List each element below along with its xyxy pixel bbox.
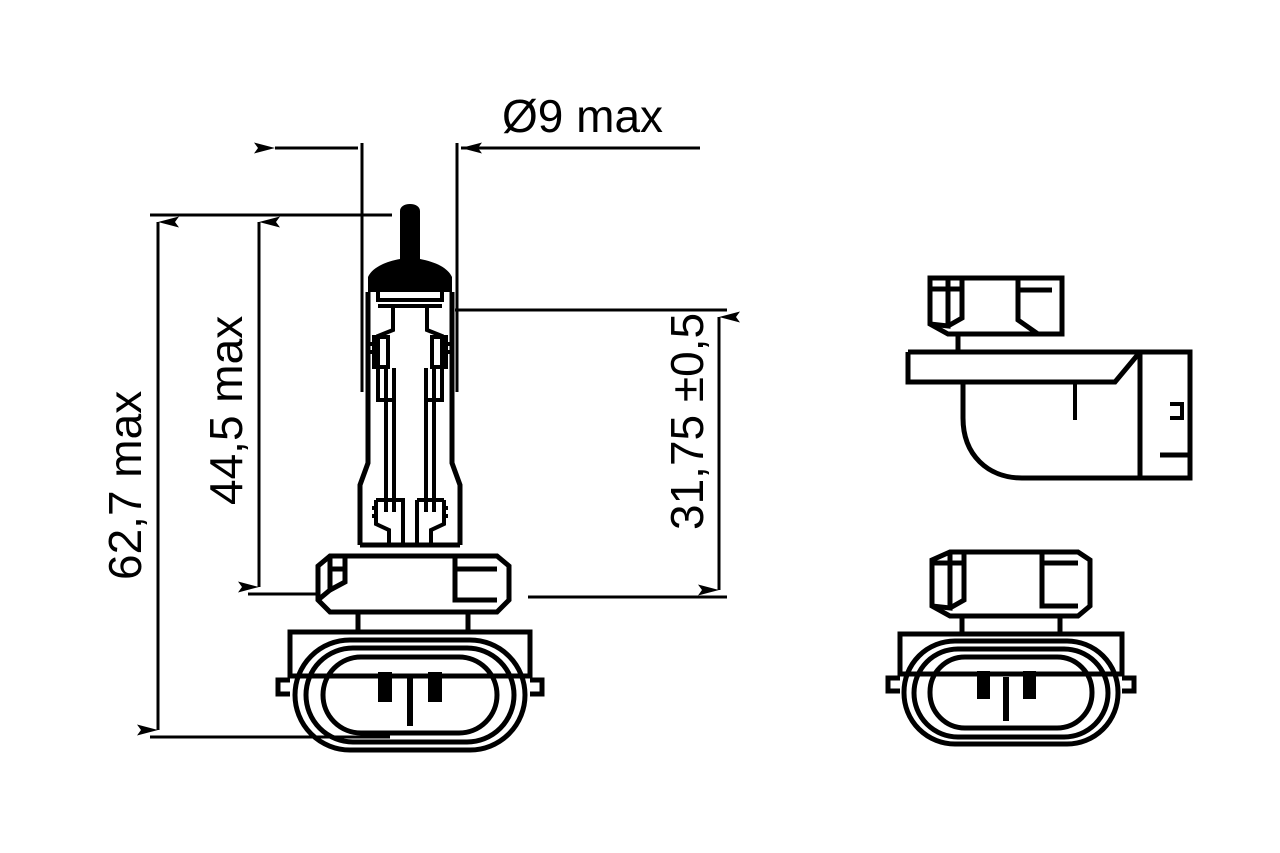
filament-assembly	[370, 306, 450, 512]
main-bulb-view	[357, 204, 463, 548]
glass-body-outline	[357, 292, 463, 548]
dimension-bulb-diameter: Ø9 max	[254, 90, 700, 392]
dimension-label-glass-length: 44,5 max	[200, 316, 252, 505]
base-end-view	[885, 549, 1137, 747]
pinch-seal-clamps	[372, 498, 448, 545]
glass-envelope-black-tip	[368, 204, 452, 292]
dimension-label-filament-height: 31,75 ±0,5	[661, 313, 713, 530]
main-base-view	[275, 553, 545, 753]
dimension-filament-height: 31,75 ±0,5	[455, 308, 740, 599]
base-side-view	[905, 275, 1193, 481]
dimension-glass-length: 44,5 max	[200, 213, 392, 596]
dimension-overall-length: 62,7 max	[99, 213, 392, 739]
dimension-label-bulb-diameter: Ø9 max	[502, 90, 663, 142]
dimension-label-overall-length: 62,7 max	[99, 391, 151, 580]
glass-inner-seal	[376, 292, 444, 308]
